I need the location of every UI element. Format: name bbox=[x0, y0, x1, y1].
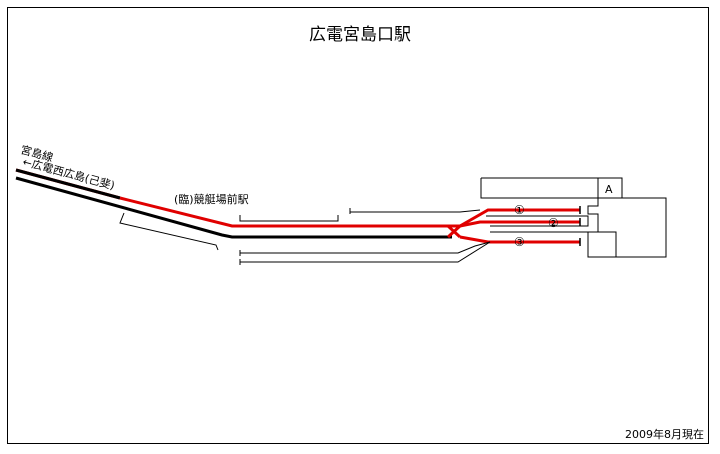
station-building bbox=[480, 177, 599, 199]
main-track-black-west bbox=[15, 168, 121, 200]
track-2-line bbox=[459, 220, 580, 228]
platform-right-outline bbox=[587, 197, 667, 258]
track-2-label: ② bbox=[548, 216, 559, 230]
main-track-red bbox=[119, 196, 460, 228]
siding-upper bbox=[349, 208, 481, 213]
direction-label: ←広電西広島(己斐) bbox=[21, 154, 116, 192]
siding-lower-1 bbox=[240, 241, 491, 254]
main-track-black bbox=[15, 176, 452, 239]
diagram-frame bbox=[7, 7, 709, 444]
track-1-line bbox=[459, 208, 580, 228]
platform-3-block bbox=[598, 231, 617, 257]
track-3-label: ③ bbox=[514, 235, 525, 249]
crossover-track-2 bbox=[446, 224, 462, 239]
siding-lower-2 bbox=[240, 241, 491, 263]
page-title: 広電宮島口駅 bbox=[309, 25, 411, 45]
station-a-label: A bbox=[605, 183, 613, 196]
track-1-label: ① bbox=[514, 203, 525, 217]
track-3-line bbox=[459, 235, 580, 244]
platform-1-2 bbox=[486, 215, 589, 227]
west-platform-outline bbox=[119, 212, 219, 251]
temp-station-label: (臨)競艇場前駅 bbox=[174, 192, 249, 206]
station-a-box bbox=[598, 177, 623, 199]
date-note: 2009年8月現在 bbox=[625, 428, 704, 441]
temp-platform-outline bbox=[239, 215, 339, 222]
